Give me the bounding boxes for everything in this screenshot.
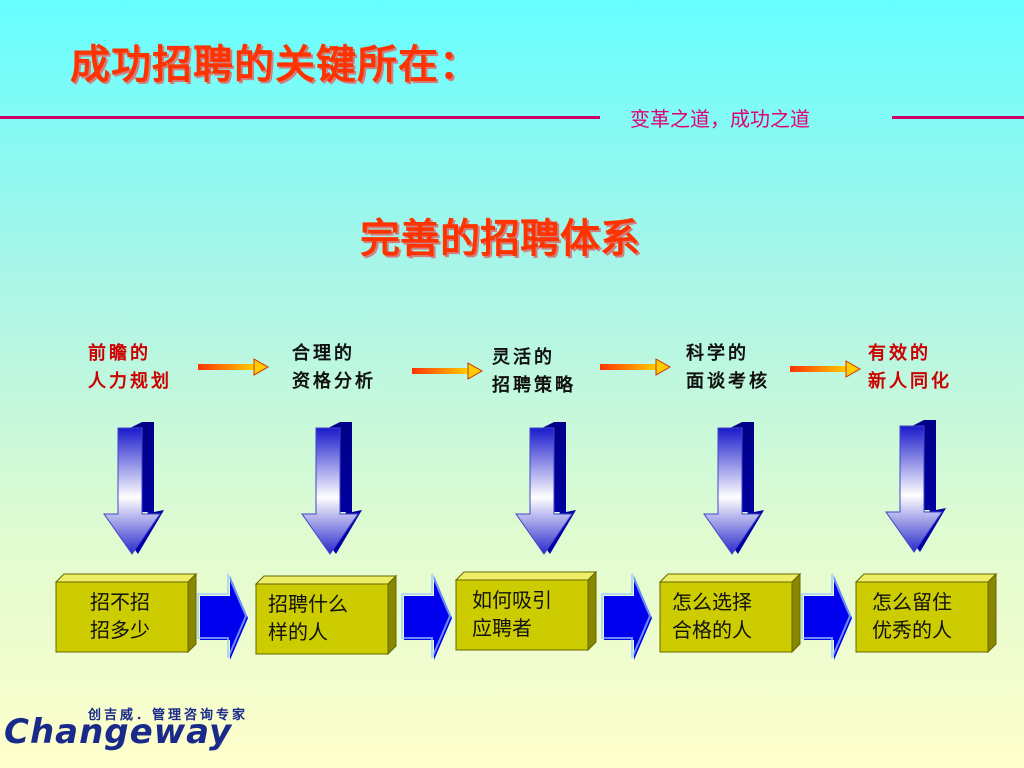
logo: Changeway xyxy=(4,712,233,752)
stage-label: 有效的新人同化 xyxy=(868,343,952,392)
page-title: 成功招聘的关键所在： xyxy=(70,42,480,88)
question-box: 招不招招多少 xyxy=(54,572,198,654)
stage-label: 合理的资格分析 xyxy=(292,343,376,392)
connector-arrow-icon xyxy=(790,360,862,378)
down-arrow-icon xyxy=(515,422,576,555)
question-box: 怎么选择合格的人 xyxy=(658,572,802,654)
down-arrow-icon xyxy=(885,420,946,553)
header-rule-left xyxy=(0,116,600,119)
question-box: 如何吸引应聘者 xyxy=(454,570,598,652)
header-rule-right xyxy=(892,116,1024,119)
stage-label: 前瞻的人力规划 xyxy=(88,343,172,392)
diagram-heading: 完善的招聘体系 xyxy=(360,216,640,262)
connector-arrow-icon xyxy=(198,358,270,376)
logo-tagline: 创吉威．管理咨询专家 xyxy=(88,708,249,723)
stage-label: 灵活的招聘策略 xyxy=(492,347,576,396)
flow-arrow-icon xyxy=(197,573,248,660)
down-arrow-icon xyxy=(103,422,164,555)
question-box: 怎么留住优秀的人 xyxy=(854,572,998,654)
question-box: 招聘什么样的人 xyxy=(254,574,398,656)
flow-arrow-icon xyxy=(401,573,452,660)
connector-arrow-icon xyxy=(412,362,484,380)
connector-arrow-icon xyxy=(600,358,672,376)
slogan: 变革之道，成功之道 xyxy=(630,107,810,131)
flow-arrow-icon xyxy=(601,573,652,660)
stage-label: 科学的面谈考核 xyxy=(686,343,770,392)
flow-arrow-icon xyxy=(801,573,852,660)
down-arrow-icon xyxy=(301,422,362,555)
down-arrow-icon xyxy=(703,422,764,555)
